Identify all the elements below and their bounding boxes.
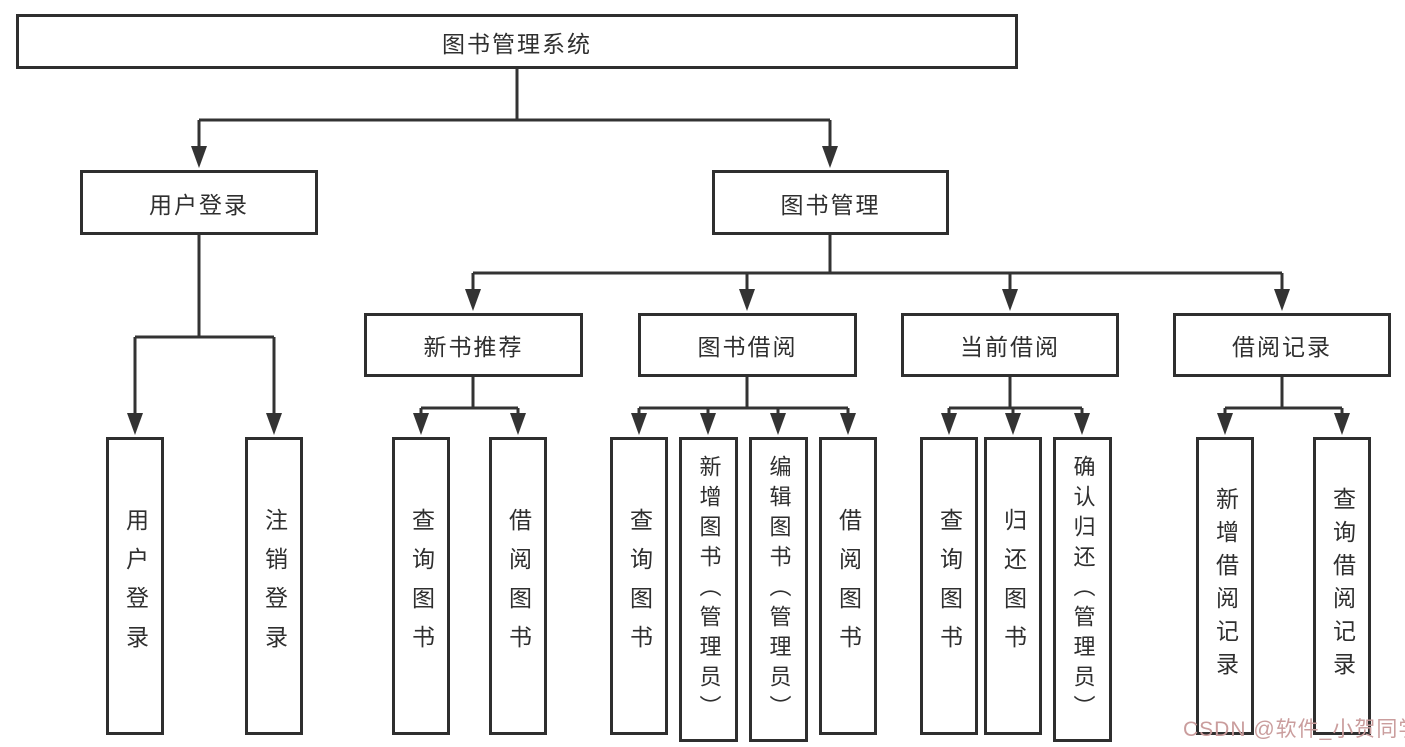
leaf-borrow-books-rec: 借阅图书 [489, 437, 547, 735]
leaf-edit-book-admin-label: 编辑图书（管理员） [766, 454, 792, 725]
leaf-confirm-return-admin: 确认归还（管理员） [1053, 437, 1112, 742]
leaf-return-book-label: 归还图书 [1000, 508, 1027, 664]
leaf-add-book-admin-label: 新增图书（管理员） [696, 454, 722, 725]
leaf-query-books-rec-label: 查询图书 [408, 508, 435, 664]
csdn-watermark: CSDN @软件_小贺同学 [1183, 718, 1405, 741]
leaf-query-books-borrow: 查询图书 [610, 437, 668, 735]
leaf-query-borrow-record: 查询借阅记录 [1313, 437, 1371, 735]
leaf-query-books-current: 查询图书 [920, 437, 978, 735]
leaf-add-borrow-record: 新增借阅记录 [1196, 437, 1254, 735]
node-current-borrowing-label: 当前借阅 [960, 334, 1060, 360]
leaf-borrow-books-2: 借阅图书 [819, 437, 877, 735]
leaf-query-borrow-record-label: 查询借阅记录 [1329, 487, 1356, 685]
node-root-label: 图书管理系统 [442, 30, 592, 57]
node-user-login: 用户登录 [80, 170, 318, 235]
node-root: 图书管理系统 [16, 14, 1018, 69]
connector-borrowing-trunk [639, 377, 848, 410]
leaf-user-login: 用户登录 [106, 437, 164, 735]
node-book-borrowing: 图书借阅 [638, 313, 857, 377]
connector-recommend-trunk [421, 377, 518, 410]
leaf-edit-book-admin: 编辑图书（管理员） [749, 437, 808, 742]
node-new-book-recommend: 新书推荐 [364, 313, 583, 377]
leaf-logout-label: 注销登录 [261, 508, 288, 664]
node-user-login-label: 用户登录 [149, 191, 249, 218]
leaf-logout: 注销登录 [245, 437, 303, 735]
node-book-management: 图书管理 [712, 170, 949, 235]
node-current-borrowing: 当前借阅 [901, 313, 1119, 377]
leaf-confirm-return-admin-label: 确认归还（管理员） [1070, 454, 1096, 725]
connector-root-trunk [199, 69, 830, 122]
leaf-borrow-books-2-label: 借阅图书 [835, 508, 862, 664]
connector-management-trunk [473, 235, 1282, 275]
node-new-book-recommend-label: 新书推荐 [423, 334, 524, 360]
leaf-return-book: 归还图书 [984, 437, 1042, 735]
leaf-add-borrow-record-label: 新增借阅记录 [1212, 487, 1239, 685]
connector-current-trunk [949, 377, 1082, 410]
node-book-management-label: 图书管理 [780, 191, 881, 218]
node-borrowing-records: 借阅记录 [1173, 313, 1391, 377]
leaf-borrow-books-rec-label: 借阅图书 [505, 508, 532, 664]
leaf-query-books-current-label: 查询图书 [936, 508, 963, 664]
connector-records-trunk [1225, 377, 1342, 410]
leaf-query-books-borrow-label: 查询图书 [626, 508, 653, 664]
leaf-query-books-rec: 查询图书 [392, 437, 450, 735]
node-book-borrowing-label: 图书借阅 [697, 334, 798, 360]
leaf-add-book-admin: 新增图书（管理员） [679, 437, 738, 742]
connector-login-trunk [135, 235, 274, 339]
node-borrowing-records-label: 借阅记录 [1232, 334, 1332, 360]
leaf-user-login-label: 用户登录 [122, 508, 149, 664]
